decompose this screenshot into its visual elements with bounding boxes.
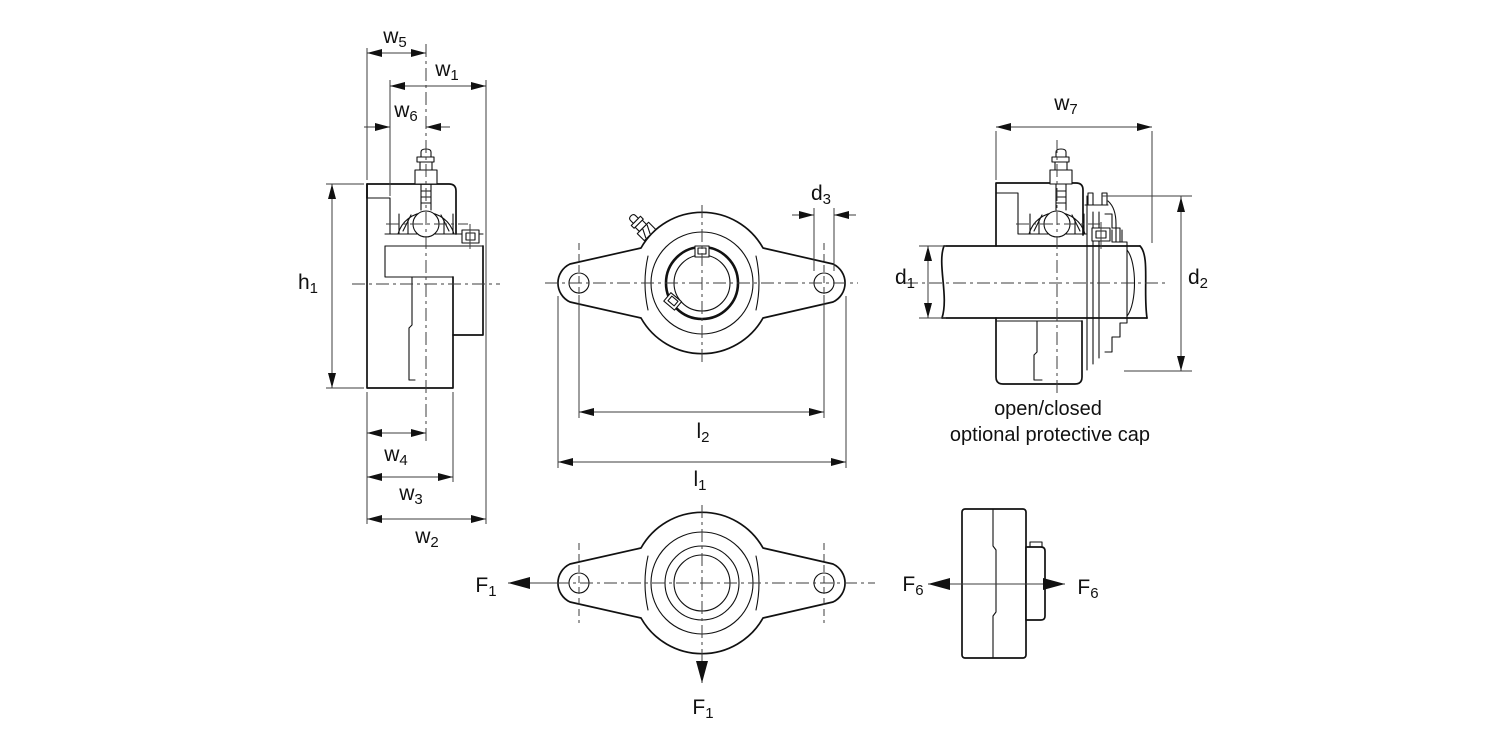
dim-label-h1: h1 bbox=[298, 271, 318, 297]
dim-label-w3: w3 bbox=[398, 482, 423, 508]
dimension-d2: d2 bbox=[1102, 195, 1208, 372]
grease-nipple bbox=[1049, 148, 1073, 211]
force-label-f1-radial: F1 bbox=[475, 574, 496, 600]
dimension-d1: d1 bbox=[895, 245, 946, 319]
view-front-bottom: F1 F1 bbox=[475, 505, 875, 722]
set-screw bbox=[461, 224, 480, 249]
dim-label-w4: w4 bbox=[383, 443, 408, 469]
dimension-w5: w5 bbox=[366, 25, 426, 180]
bolt-hole-centerlines bbox=[578, 543, 825, 623]
dimension-w3: w3 bbox=[367, 392, 454, 508]
dim-label-w2: w2 bbox=[414, 525, 439, 551]
force-f6: F6 F6 bbox=[902, 573, 1098, 602]
view-front-top: d3 l2 l1 bbox=[545, 182, 858, 494]
view-side-bottom: F6 F6 bbox=[902, 508, 1099, 659]
dimension-w7: w7 bbox=[995, 92, 1153, 243]
caption-line-2: optional protective cap bbox=[950, 424, 1150, 446]
dimension-w1: w1 bbox=[389, 58, 487, 524]
force-f1-radial: F1 bbox=[475, 574, 560, 600]
locking-collar-screw bbox=[1091, 222, 1111, 249]
dim-label-w6: w6 bbox=[393, 99, 418, 125]
housing-split-line bbox=[992, 508, 997, 659]
centerlines bbox=[352, 44, 500, 442]
dimension-h1: h1 bbox=[298, 183, 364, 389]
force-label-f6-right: F6 bbox=[1077, 576, 1098, 602]
force-f1-axial: F1 bbox=[692, 656, 714, 722]
dim-label-w7: w7 bbox=[1053, 92, 1078, 118]
centerlines bbox=[556, 505, 875, 662]
centerlines bbox=[905, 140, 1168, 395]
cap-tab bbox=[1029, 541, 1043, 548]
caption-line-1: open/closed bbox=[994, 398, 1102, 420]
dim-label-w5: w5 bbox=[382, 25, 407, 51]
centerlines bbox=[545, 205, 858, 362]
view-section-with-shaft: w7 d1 d2 open/closed optional protective… bbox=[895, 92, 1208, 447]
dim-label-d3: d3 bbox=[811, 182, 831, 208]
dimension-l1: l1 bbox=[557, 296, 847, 494]
dimension-l2: l2 bbox=[578, 295, 825, 446]
dimension-d3: d3 bbox=[792, 182, 856, 271]
view-side-elevation: w5 w1 w6 h1 w4 bbox=[298, 25, 500, 551]
grease-nipple bbox=[629, 214, 657, 242]
dim-label-l1: l1 bbox=[693, 468, 706, 494]
housing-outline bbox=[366, 183, 484, 389]
dim-label-l2: l2 bbox=[696, 420, 709, 446]
force-label-f1-axial: F1 bbox=[692, 696, 713, 722]
shaft bbox=[940, 245, 1148, 319]
dim-label-d2: d2 bbox=[1188, 266, 1208, 292]
dimension-w6: w6 bbox=[364, 99, 450, 131]
protective-cap bbox=[1084, 192, 1135, 371]
dimension-w4: w4 bbox=[366, 392, 426, 524]
force-label-f6-left: F6 bbox=[902, 573, 923, 599]
dim-label-w1: w1 bbox=[434, 58, 459, 84]
dimension-w2: w2 bbox=[367, 515, 486, 551]
dim-label-d1: d1 bbox=[895, 266, 915, 292]
locking-screw-lower-left bbox=[663, 292, 683, 311]
